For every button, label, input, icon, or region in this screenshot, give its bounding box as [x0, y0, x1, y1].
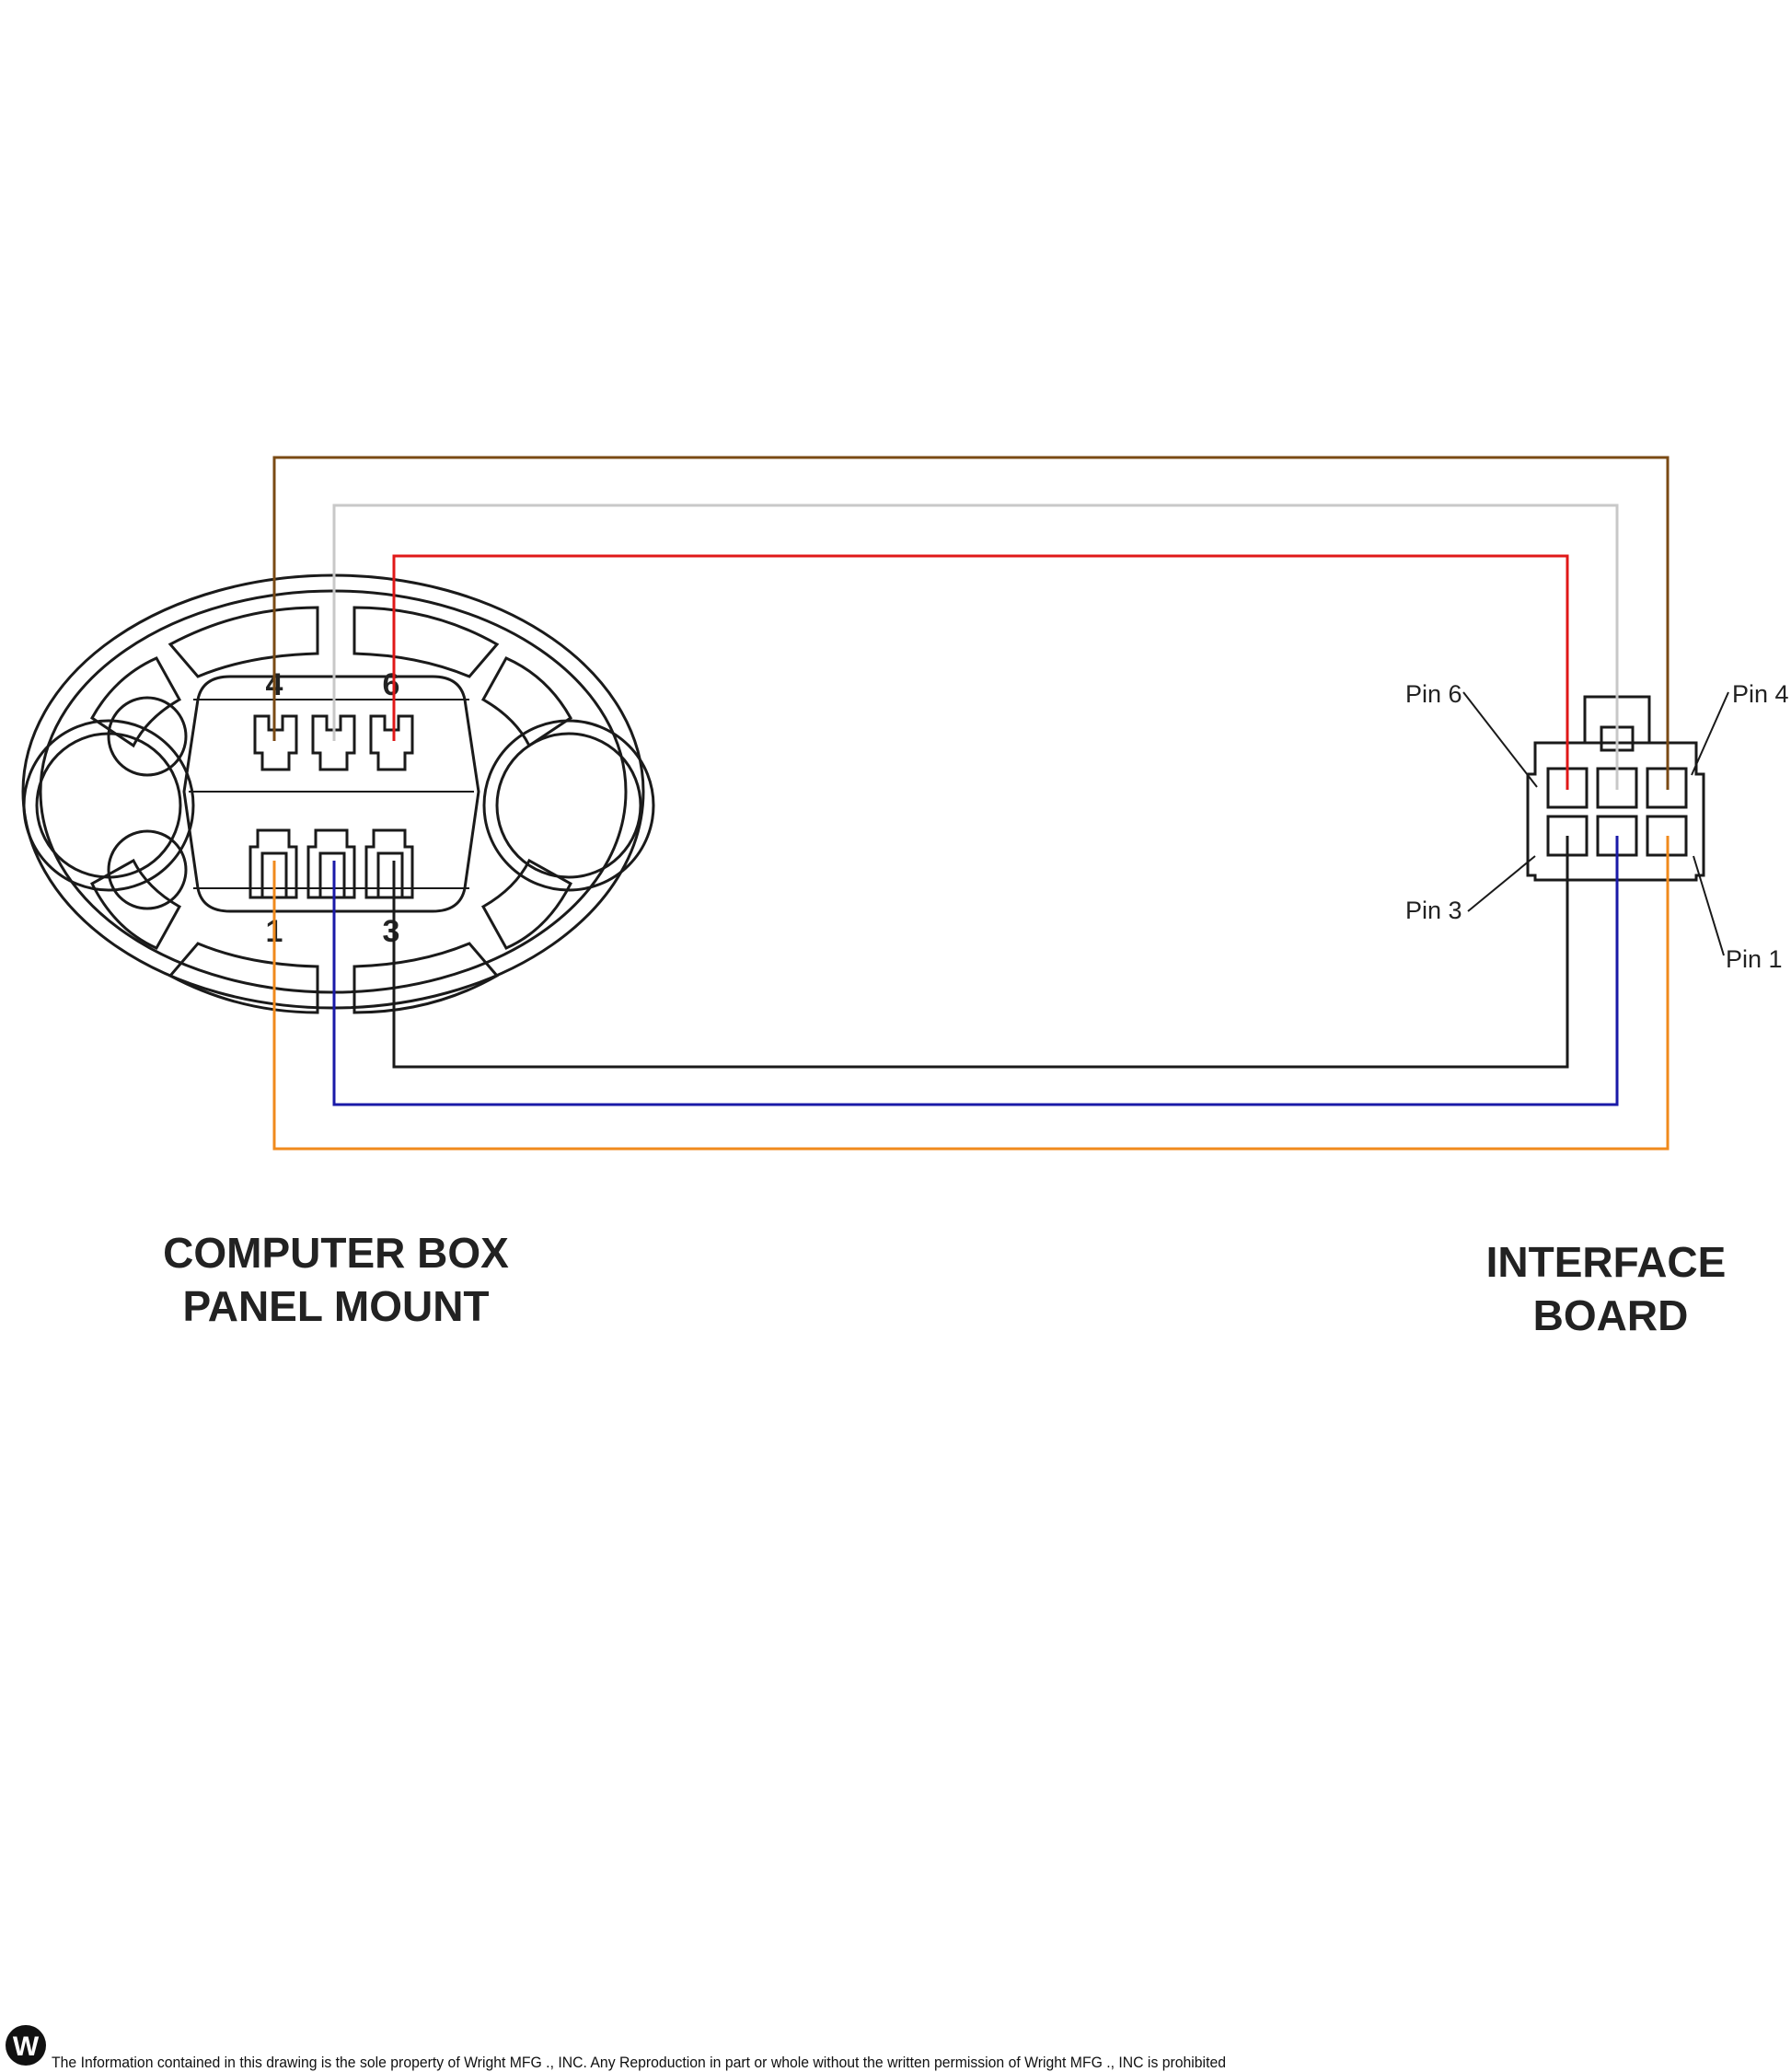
interface-board-connector: Pin 6 Pin 4 Pin 3 Pin 1	[1405, 680, 1789, 973]
board-pin-4-label: Pin 4	[1732, 680, 1789, 708]
wire-orange	[272, 836, 1670, 1151]
panel-pin-3-label: 3	[383, 914, 400, 949]
board-pin-6-label: Pin 6	[1405, 680, 1462, 708]
wire-blue	[332, 836, 1619, 1106]
terminal-6	[369, 714, 414, 771]
terminal-row-top	[253, 714, 414, 771]
mount-hole-right	[482, 719, 655, 892]
alignment-hole-bottom-left	[107, 829, 188, 910]
wire-harness	[272, 456, 1670, 1151]
keying-slot-bottom-left	[168, 942, 319, 1014]
keying-slot-top-right	[352, 606, 500, 678]
alignment-hole-top-left	[107, 696, 188, 777]
interface-board-title-line2: BOARD	[1533, 1291, 1689, 1339]
leader-pin-6	[1462, 691, 1538, 788]
wire-red	[392, 554, 1569, 790]
terminal-1-inner	[260, 851, 288, 897]
keying-slot-bottom-right	[352, 942, 500, 1014]
keying-slot-side-tl	[90, 656, 182, 748]
leader-pin-4	[1691, 691, 1729, 776]
company-logo-letter: W	[13, 2031, 40, 2062]
panel-pin-6-label: 6	[383, 667, 400, 702]
panel-mount-title-line1: COMPUTER BOX	[163, 1229, 509, 1277]
panel-mount-connector: 4 6 1 3	[21, 573, 655, 1014]
keying-slot-top-left	[168, 606, 319, 678]
wire-brown	[272, 456, 1670, 790]
terminal-3	[364, 828, 414, 899]
mount-hole-left-inner	[35, 732, 182, 879]
interface-board-title-line1: INTERFACE	[1486, 1238, 1727, 1286]
terminal-2-inner	[318, 851, 346, 897]
board-pin-1-label: Pin 1	[1726, 945, 1783, 973]
wire-gray	[332, 504, 1619, 790]
terminal-4	[253, 714, 298, 771]
leader-pin-1	[1693, 855, 1725, 956]
terminal-5	[311, 714, 356, 771]
mount-hole-left	[22, 719, 195, 892]
terminal-3-inner	[376, 851, 404, 897]
terminal-2	[306, 828, 356, 899]
board-pin-3-label: Pin 3	[1405, 897, 1462, 924]
wire-black	[392, 836, 1569, 1069]
panel-mount-title-line2: PANEL MOUNT	[182, 1282, 489, 1330]
keying-slot-side-bl	[90, 858, 182, 950]
mount-hole-right-inner	[495, 732, 642, 879]
terminal-row-bottom	[248, 828, 414, 899]
central-housing	[182, 675, 480, 913]
copyright-notice: The Information contained in this drawin…	[52, 2054, 1226, 2071]
footer: W The Information contained in this draw…	[6, 2025, 1226, 2071]
company-logo	[6, 2025, 46, 2066]
terminal-1	[248, 828, 298, 899]
keying-slot-side-br	[480, 858, 572, 950]
leader-pin-3	[1467, 855, 1536, 912]
keying-slot-side-tr	[480, 656, 572, 748]
